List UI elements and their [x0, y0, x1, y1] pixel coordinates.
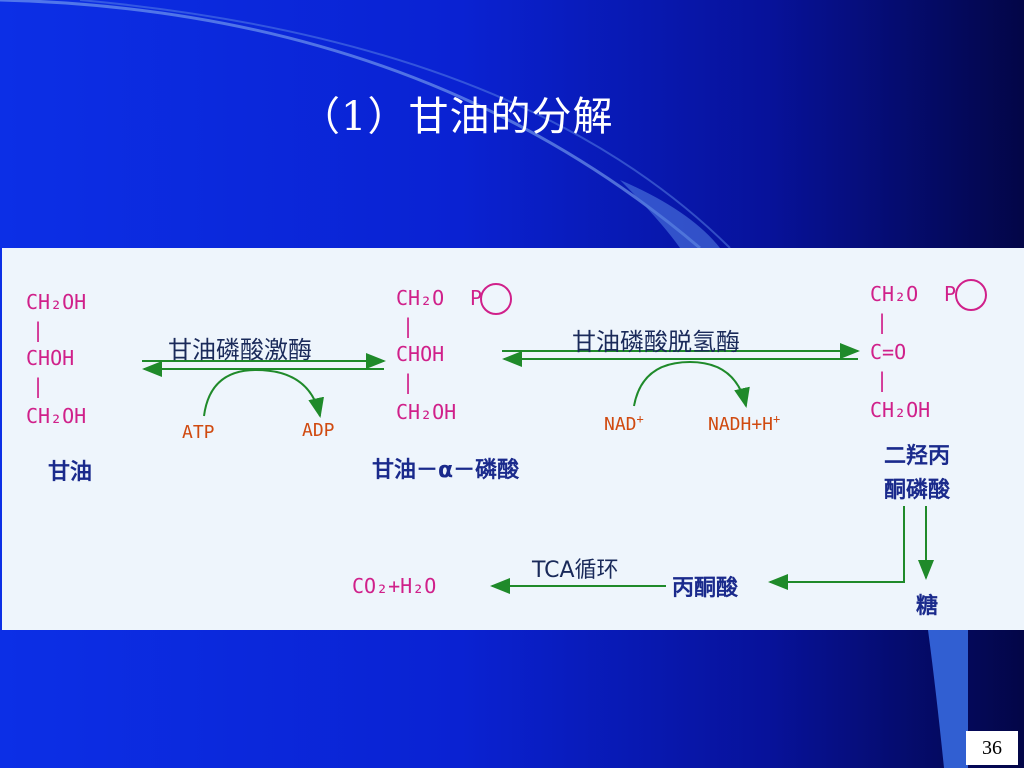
- phosphate-circle-1: [480, 283, 512, 315]
- glycerol-line3: CH₂OH: [26, 404, 87, 428]
- arrow-dhap-pyruvate: [768, 506, 905, 590]
- diagram-panel: CH₂OH | CHOH | CH₂OH 甘油 甘油磷酸激酶 ATP ADP C…: [2, 248, 1024, 630]
- gp-name: 甘油－α－磷酸: [372, 458, 520, 483]
- diagram-arrows: [142, 279, 987, 594]
- pyruvate-label: 丙酮酸: [672, 576, 739, 601]
- bond-bar: |: [402, 314, 415, 338]
- dhap-line2: C=O: [870, 340, 907, 364]
- dhap-line3: CH₂OH: [870, 398, 931, 422]
- sugar-label: 糖: [916, 594, 939, 619]
- gp-line2: CHOH: [396, 342, 445, 366]
- cofactor-atp: ATP: [182, 422, 215, 443]
- bond-bar: |: [876, 310, 889, 334]
- decorative-strip: [928, 630, 968, 768]
- glycerol-line2: CHOH: [26, 346, 75, 370]
- cofactor-nad: NAD+: [604, 412, 644, 435]
- enzyme1-label: 甘油磷酸激酶: [168, 336, 312, 364]
- cofactor-adp: ADP: [302, 420, 335, 441]
- dhap-name-line2: 酮磷酸: [884, 478, 951, 503]
- glycerol-name: 甘油: [48, 460, 93, 485]
- page-number: 36: [966, 731, 1018, 765]
- tca-label: TCA循环: [532, 558, 619, 583]
- bond-bar: |: [32, 374, 45, 398]
- gp-line3: CH₂OH: [396, 400, 457, 424]
- dhap-line1: CH₂O: [870, 282, 919, 306]
- bond-bar: |: [402, 370, 415, 394]
- cofactor-nadh: NADH+H+: [708, 412, 781, 435]
- dhap-phosphate: P: [944, 282, 957, 306]
- phosphate-circle-2: [955, 279, 987, 311]
- gp-phosphate: P: [470, 286, 483, 310]
- bond-bar: |: [876, 368, 889, 392]
- glycerol-line1: CH₂OH: [26, 290, 87, 314]
- arrow-atp-adp: [203, 368, 324, 418]
- dhap-name-line1: 二羟丙: [884, 444, 951, 469]
- enzyme2-label: 甘油磷酸脱氢酶: [572, 328, 740, 356]
- slide-title: （1）甘油的分解: [300, 94, 614, 140]
- bond-bar: |: [32, 318, 45, 342]
- gp-line1: CH₂O: [396, 286, 445, 310]
- arrow-nad-nadh: [633, 360, 750, 408]
- products-label: CO₂+H₂O: [352, 574, 437, 598]
